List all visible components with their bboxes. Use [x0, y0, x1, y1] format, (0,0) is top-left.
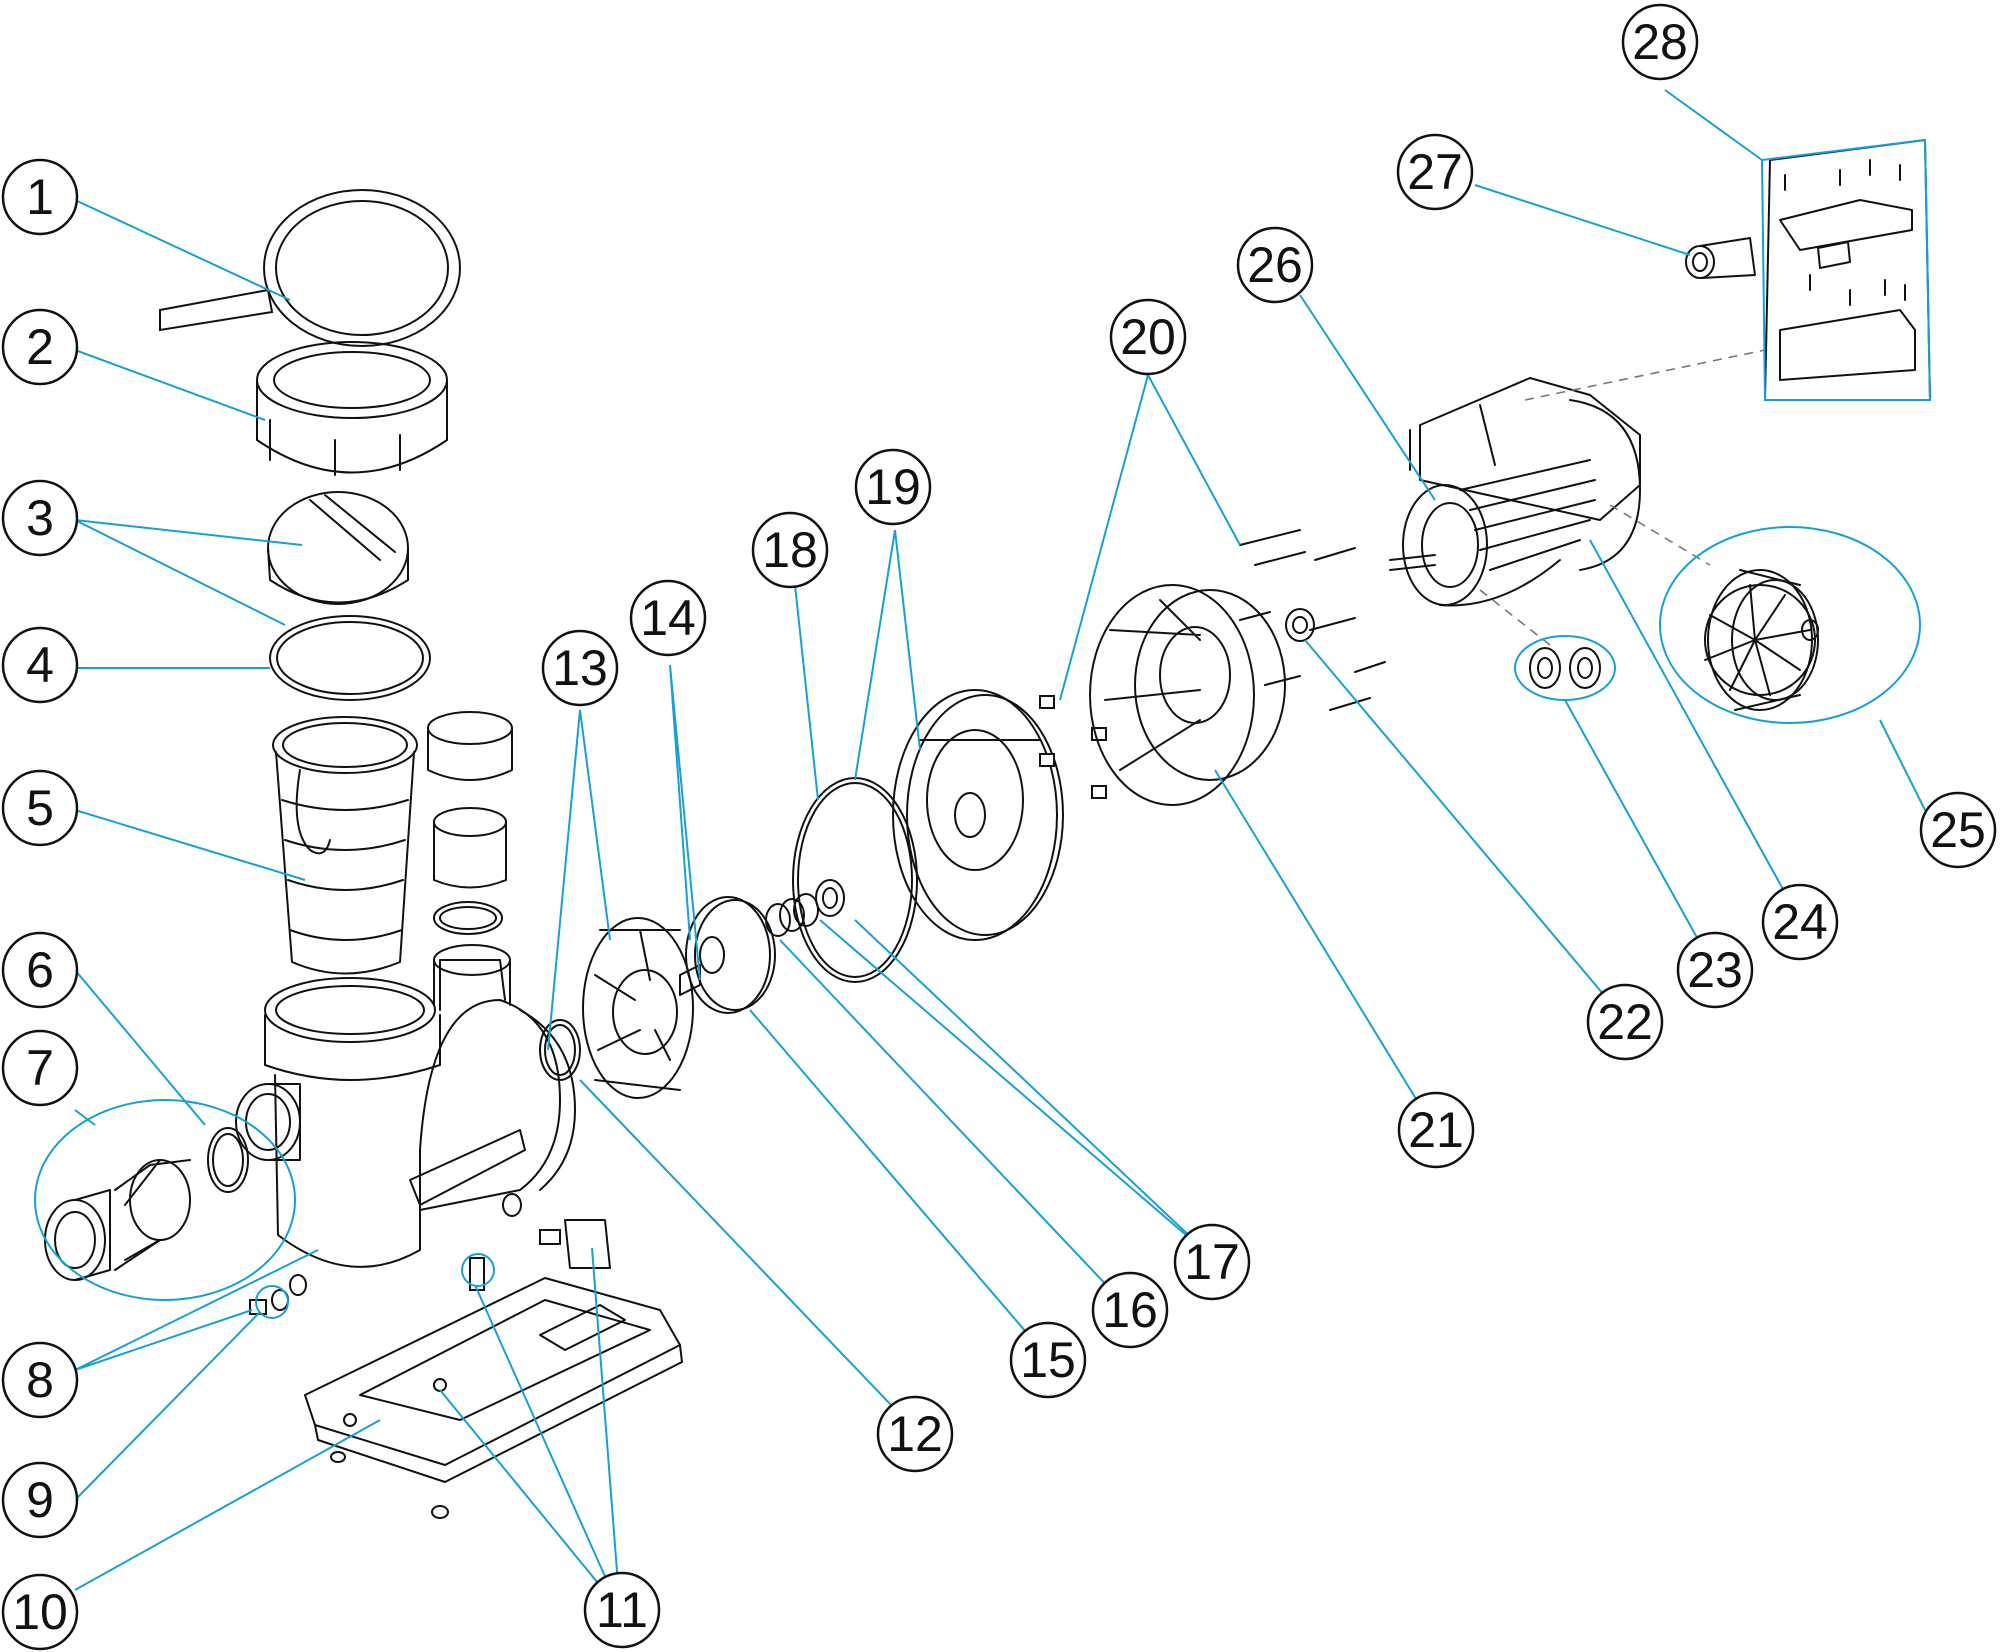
callouts: 1 2 3 4 5 6 7 8 9 10 11 12 13 14 15 16 1…: [1, 3, 1997, 1651]
part-15-impeller: [679, 896, 776, 1014]
part-3-lid: [267, 491, 409, 605]
callout-5[interactable]: 5: [1, 769, 79, 847]
group-outlines: [34, 138, 1932, 1319]
svg-text:19: 19: [865, 459, 921, 515]
callout-16[interactable]: 16: [1091, 1271, 1169, 1349]
svg-text:3: 3: [26, 490, 54, 546]
svg-text:7: 7: [26, 1040, 54, 1096]
leader-lines: [74, 89, 1936, 1611]
callout-28[interactable]: 28: [1621, 3, 1699, 81]
callout-25[interactable]: 25: [1919, 791, 1997, 869]
part-8-pump-body: [235, 959, 576, 1296]
svg-text:4: 4: [26, 637, 54, 693]
part-4-lid-oring: [269, 615, 431, 701]
callout-18[interactable]: 18: [751, 511, 829, 589]
svg-text:1: 1: [26, 169, 54, 225]
part-27-cable-gland: [1685, 237, 1756, 279]
callout-23[interactable]: 23: [1676, 931, 1754, 1009]
svg-text:21: 21: [1408, 1102, 1464, 1158]
part-2-lid-collar: [256, 341, 448, 476]
svg-text:18: 18: [762, 522, 818, 578]
svg-text:12: 12: [887, 1406, 943, 1462]
callout-22[interactable]: 22: [1586, 983, 1664, 1061]
svg-text:11: 11: [596, 1582, 648, 1638]
part-24-motor: [1389, 377, 1641, 607]
part-20-bolts: [1039, 529, 1386, 799]
part-1-lid-ring: [159, 189, 461, 347]
part-22-washer: [1285, 608, 1315, 642]
callout-15[interactable]: 15: [1009, 1321, 1087, 1399]
svg-text:15: 15: [1020, 1332, 1076, 1388]
part-23-bearings: [1529, 647, 1601, 689]
part-17-seal-seat: [815, 879, 845, 917]
svg-text:22: 22: [1597, 994, 1653, 1050]
part-19-seal-plate: [892, 689, 1064, 941]
guide-lines: [1479, 349, 1766, 646]
part-6-union-oring: [207, 1127, 249, 1193]
svg-text:24: 24: [1772, 894, 1828, 950]
svg-text:28: 28: [1632, 14, 1688, 70]
callout-6[interactable]: 6: [1, 931, 79, 1009]
callout-12[interactable]: 12: [876, 1395, 954, 1473]
callout-8[interactable]: 8: [1, 1341, 79, 1419]
callout-20[interactable]: 20: [1109, 298, 1187, 376]
part-11-base-fixings: [431, 1219, 611, 1519]
svg-text:27: 27: [1407, 144, 1463, 200]
callout-1[interactable]: 1: [1, 158, 79, 236]
part-7-suction-union: [44, 1159, 191, 1281]
callout-7[interactable]: 7: [1, 1029, 79, 1107]
part-28-terminal-box: [1764, 139, 1931, 401]
svg-text:26: 26: [1247, 237, 1303, 293]
callout-11[interactable]: 11: [583, 1571, 661, 1649]
callout-4[interactable]: 4: [1, 626, 79, 704]
part-5-strainer-basket: [272, 716, 418, 975]
callout-21[interactable]: 21: [1397, 1091, 1475, 1169]
svg-text:9: 9: [26, 1472, 54, 1528]
callout-14[interactable]: 14: [629, 579, 707, 657]
svg-text:6: 6: [26, 942, 54, 998]
part-10-base: [304, 1277, 683, 1483]
callout-9[interactable]: 9: [1, 1461, 79, 1539]
svg-text:8: 8: [26, 1352, 54, 1408]
svg-text:10: 10: [12, 1584, 68, 1640]
callout-19[interactable]: 19: [854, 448, 932, 526]
svg-text:25: 25: [1930, 802, 1986, 858]
part-16-mechanical-seal: [765, 893, 819, 937]
svg-text:16: 16: [1102, 1282, 1158, 1338]
callout-24[interactable]: 24: [1761, 883, 1839, 961]
svg-text:23: 23: [1687, 942, 1743, 998]
part-25-fan-and-cover: [1704, 569, 1819, 711]
part-12-volute-oring: [539, 1019, 581, 1081]
part-13-diffuser: [582, 917, 694, 1099]
svg-text:13: 13: [552, 640, 608, 696]
svg-text:2: 2: [26, 319, 54, 375]
callout-3[interactable]: 3: [1, 479, 79, 557]
callout-10[interactable]: 10: [1, 1573, 79, 1651]
svg-text:20: 20: [1120, 309, 1176, 365]
callout-17[interactable]: 17: [1173, 1223, 1251, 1301]
callout-26[interactable]: 26: [1236, 226, 1314, 304]
svg-text:5: 5: [26, 780, 54, 836]
callout-27[interactable]: 27: [1396, 133, 1474, 211]
callout-2[interactable]: 2: [1, 308, 79, 386]
part-21-motor-bracket: [1089, 584, 1286, 806]
svg-text:14: 14: [640, 590, 696, 646]
svg-text:17: 17: [1184, 1234, 1240, 1290]
part-discharge-union-set: [427, 711, 513, 1006]
callout-13[interactable]: 13: [541, 629, 619, 707]
